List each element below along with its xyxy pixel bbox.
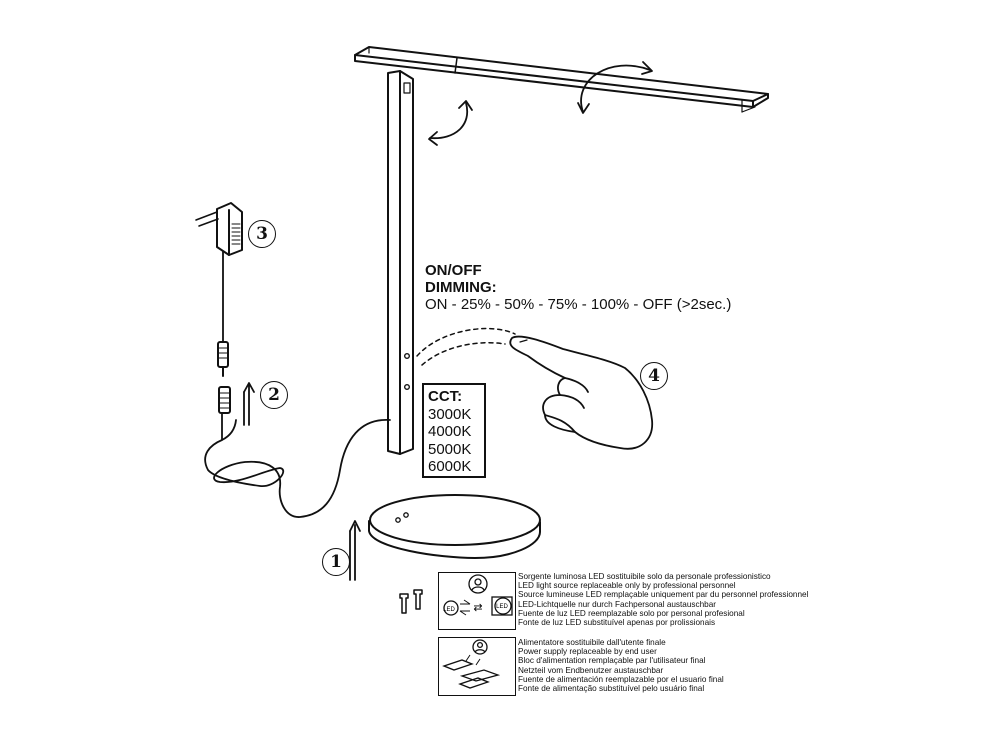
cable-connector-plug (218, 386, 231, 414)
touch-gesture-dashes (416, 327, 516, 366)
note-line: LED-Lichtquelle nur durch Fachpersonal a… (518, 599, 716, 609)
light-source-notes: Sorgente luminosa LED sostituibile solo … (518, 572, 808, 627)
power-supply-icon-box (438, 637, 516, 696)
led-icon-box (438, 572, 516, 630)
step-3-marker: 3 (248, 220, 276, 248)
lamp-base (368, 494, 541, 559)
cct-value: 4000K (428, 423, 472, 440)
step1-arrow (349, 520, 361, 581)
cct-value: 5000K (428, 440, 472, 458)
screws-icon (399, 589, 423, 614)
lamp-stand (387, 70, 414, 455)
cct-value: 3000K (428, 405, 472, 423)
note-line: Power supply replaceable by end user (518, 647, 657, 657)
note-line: Fonte de luz LED substituível apenas por… (518, 618, 716, 628)
note-line: Fuente de alimentación reemplazable por … (518, 674, 724, 684)
dimming-sequence: ON - 25% - 50% - 75% - 100% - OFF (>2sec… (425, 296, 732, 313)
swap-arrows-icon: ⇄ (473, 601, 482, 614)
note-line: LED light source replaceable only by pro… (518, 581, 736, 591)
note-line: Fonte de alimentação substituível pelo u… (518, 684, 705, 694)
lamp-head-bar (354, 46, 769, 113)
led-replacement-icon (443, 574, 513, 616)
step-4-marker: 4 (640, 362, 668, 390)
touch-instructions: ON/OFF DIMMING: ON - 25% - 50% - 75% - 1… (425, 262, 731, 313)
power-adapter (195, 202, 243, 256)
hand-icon (509, 335, 653, 450)
note-line: Source lumineuse LED remplaçable uniquem… (518, 590, 809, 600)
step-2-marker: 2 (260, 381, 288, 409)
step2-arrow (243, 382, 255, 426)
cct-title: CCT: (428, 388, 463, 405)
note-line: Fuente de luz LED reemplazable solo por … (518, 608, 745, 618)
note-line: Netzteil vom Endbenutzer austauschbar (518, 665, 664, 675)
arm-tilt-arrow (428, 100, 473, 146)
power-supply-icon (442, 639, 501, 689)
led-label-left: LED (443, 607, 455, 613)
dimming-label: DIMMING: (425, 279, 497, 296)
note-line: Sorgente luminosa LED sostituibile solo … (518, 572, 771, 581)
power-supply-notes: Alimentatore sostituibile dall'utente fi… (518, 638, 724, 693)
on-off-label: ON/OFF (425, 262, 482, 279)
cct-box: CCT: 3000K 4000K 5000K 6000K (422, 383, 486, 478)
led-label-right: LED (496, 604, 508, 610)
note-line: Bloc d'alimentation remplaçable par l'ut… (518, 656, 706, 666)
adapter-connector (217, 249, 229, 377)
cct-value: 6000K (428, 458, 472, 475)
note-line: Alimentatore sostituibile dall'utente fi… (518, 638, 666, 647)
power-cable (204, 419, 391, 518)
step-1-marker: 1 (322, 548, 350, 576)
head-rotation-arrow (577, 61, 653, 114)
